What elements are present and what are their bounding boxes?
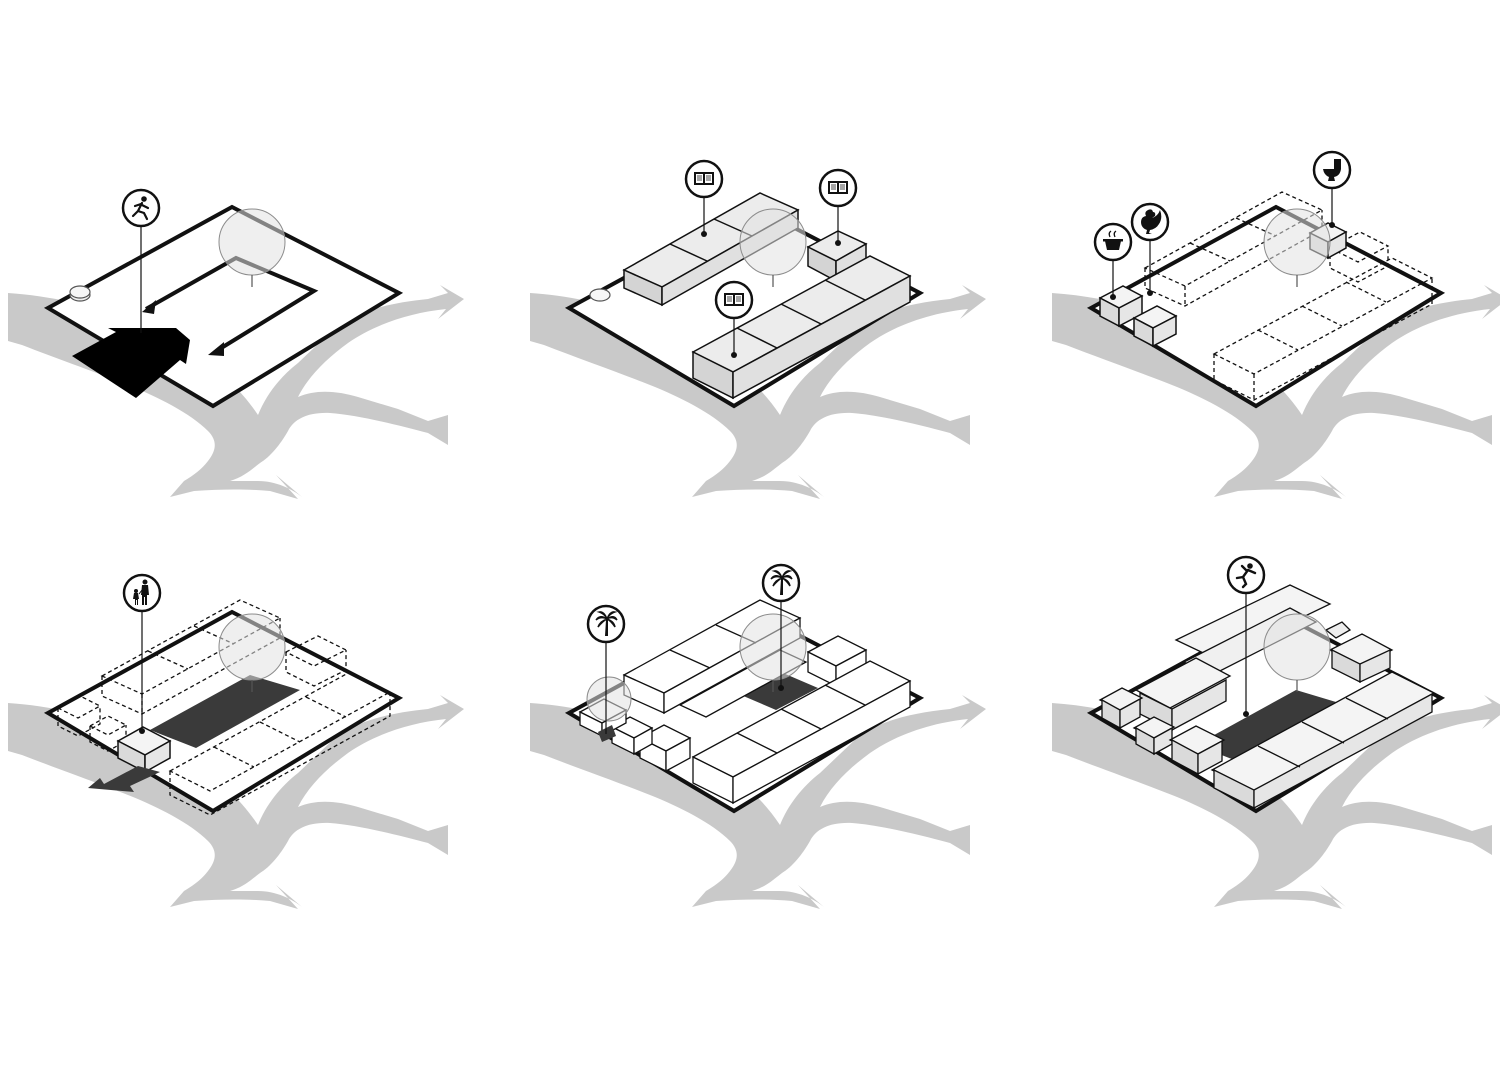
panel-4-family-exit [8, 573, 464, 909]
panel-1-site-access [8, 188, 464, 499]
exit-arrow [88, 766, 160, 792]
well-icon [589, 288, 611, 302]
dashed-block-right [1328, 231, 1390, 283]
dashed-block-front [1212, 257, 1434, 401]
book-icon [694, 172, 714, 185]
entry-arrow [72, 328, 190, 398]
pin-marker [1226, 555, 1266, 595]
pin-marker [121, 188, 161, 228]
parent-child-icon [133, 579, 149, 605]
central-courtyard [1196, 690, 1346, 763]
panel-6-play [1052, 555, 1500, 909]
toilet-icon [1323, 159, 1341, 181]
palm-tree-icon [595, 611, 618, 636]
panel-3-services [1052, 150, 1500, 499]
palm-tree-icon [770, 570, 793, 595]
circulation-path [145, 255, 319, 352]
book-icon [828, 181, 848, 194]
roofed-blocks [1098, 584, 1436, 810]
classroom-block-front [691, 255, 912, 400]
small-lens [586, 676, 632, 722]
site-boundary [1086, 204, 1446, 409]
playing-child-icon [1235, 563, 1257, 589]
small-courtyard [734, 670, 818, 710]
service-hut-coop [1132, 305, 1178, 348]
panel-5-greenery [530, 563, 986, 909]
central-courtyard [150, 675, 300, 748]
rooster-icon [1141, 209, 1162, 234]
running-person-icon [131, 196, 150, 221]
panel-2-classrooms [530, 159, 986, 499]
book-icon [724, 293, 744, 306]
cooking-pot-icon [1103, 230, 1123, 250]
